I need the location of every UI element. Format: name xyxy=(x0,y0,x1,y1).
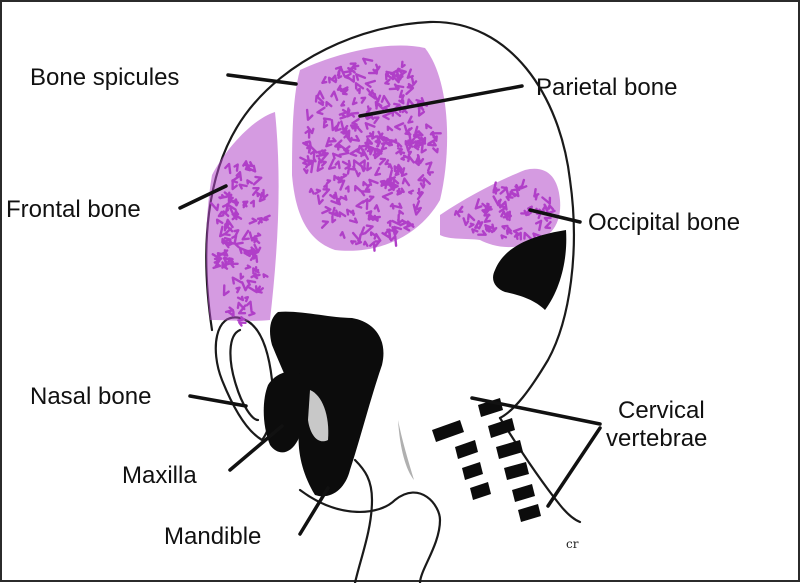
bone-spicule xyxy=(400,152,404,154)
bone-spicule xyxy=(402,157,405,160)
bone-spicule xyxy=(389,165,392,169)
label-parietal-bone: Parietal bone xyxy=(536,74,677,101)
label-cervical-line1: Cervical xyxy=(618,397,705,424)
label-frontal-bone: Frontal bone xyxy=(6,196,141,223)
label-nasal-bone: Nasal bone xyxy=(30,383,151,410)
bone-spicule xyxy=(408,141,412,143)
label-maxilla: Maxilla xyxy=(122,462,197,489)
artist-signature: cr xyxy=(566,537,579,551)
bone-spicule xyxy=(409,191,413,194)
label-mandible: Mandible xyxy=(164,523,261,550)
bone-spicule xyxy=(245,297,247,301)
label-cervical-line2: vertebrae xyxy=(606,425,707,452)
label-occipital-bone: Occipital bone xyxy=(588,209,740,236)
label-bone-spicules: Bone spicules xyxy=(30,64,179,91)
